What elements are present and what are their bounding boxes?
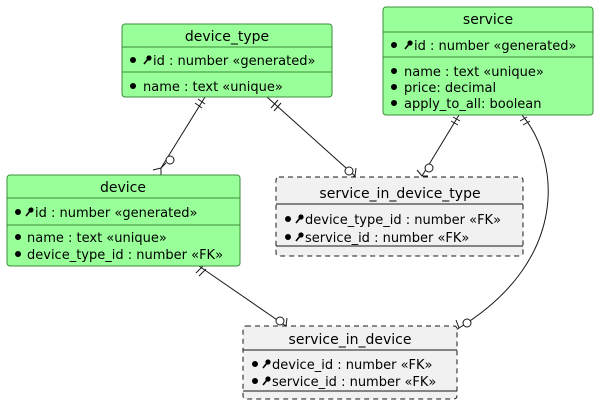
key-icon bbox=[295, 214, 304, 224]
key-icon bbox=[25, 207, 34, 217]
attribute-row: id : number «generated» bbox=[130, 54, 315, 69]
key-icon bbox=[262, 359, 271, 369]
bullet-icon bbox=[15, 251, 21, 257]
relations bbox=[152, 96, 549, 334]
entity-title: device bbox=[100, 180, 146, 196]
relation-service-sid bbox=[451, 114, 549, 334]
relation-device-type-device bbox=[152, 96, 206, 176]
attribute-row: apply_to_all: boolean bbox=[391, 97, 542, 112]
relation-device-sid bbox=[195, 263, 288, 331]
bullet-icon bbox=[130, 57, 136, 63]
attribute-row: service_id : number «FK» bbox=[285, 231, 469, 246]
attribute-row: device_type_id : number «FK» bbox=[15, 248, 223, 263]
bullet-icon bbox=[285, 216, 291, 222]
entity-title: service_in_device bbox=[289, 332, 412, 348]
attribute-text: device_type_id : number «FK» bbox=[27, 248, 223, 263]
entity-title: service_in_device_type bbox=[319, 186, 480, 202]
bullet-icon bbox=[285, 234, 291, 240]
attribute-text: id : number «generated» bbox=[153, 54, 315, 69]
bullet-icon bbox=[130, 83, 136, 89]
attribute-text: name : text «unique» bbox=[404, 65, 544, 80]
entity-device[interactable]: device id : number «generated» name : te… bbox=[6, 174, 241, 267]
bullet-icon bbox=[391, 68, 397, 74]
attribute-row: price: decimal bbox=[391, 81, 496, 96]
attribute-text: name : text «unique» bbox=[143, 80, 283, 95]
attribute-text: device_id : number «FK» bbox=[272, 358, 433, 373]
attribute-row: name : text «unique» bbox=[130, 80, 283, 95]
entity-service-in-device[interactable]: service_in_device device_id : number «FK… bbox=[242, 325, 458, 400]
attribute-row: name : text «unique» bbox=[391, 65, 544, 80]
attribute-row: service_id : number «FK» bbox=[252, 375, 436, 390]
attribute-row: name : text «unique» bbox=[15, 231, 167, 246]
bullet-icon bbox=[391, 84, 397, 90]
entity-service[interactable]: service id : number «generated» name : t… bbox=[382, 6, 594, 116]
key-icon bbox=[295, 232, 304, 242]
entity-title: service bbox=[463, 12, 513, 28]
attribute-text: price: decimal bbox=[404, 81, 496, 96]
bullet-icon bbox=[15, 209, 21, 215]
entity-service-in-device-type[interactable]: service_in_device_type device_type_id : … bbox=[275, 176, 524, 257]
attribute-text: id : number «generated» bbox=[35, 206, 197, 221]
relation-device-type-sidt bbox=[266, 96, 357, 181]
attribute-row: device_type_id : number «FK» bbox=[285, 213, 501, 228]
key-icon bbox=[262, 376, 271, 386]
bullet-icon bbox=[391, 100, 397, 106]
bullet-icon bbox=[252, 378, 258, 384]
bullet-icon bbox=[15, 234, 21, 240]
attribute-text: id : number «generated» bbox=[414, 39, 576, 54]
attribute-text: name : text «unique» bbox=[27, 231, 167, 246]
attribute-row: id : number «generated» bbox=[391, 39, 576, 54]
attribute-text: device_type_id : number «FK» bbox=[305, 213, 501, 228]
attribute-text: service_id : number «FK» bbox=[272, 375, 436, 390]
entity-title: device_type bbox=[185, 29, 269, 45]
entity-device-type[interactable]: device_type id : number «generated» name… bbox=[121, 23, 333, 98]
attribute-text: apply_to_all: boolean bbox=[404, 97, 542, 112]
bullet-icon bbox=[391, 42, 397, 48]
bullet-icon bbox=[252, 361, 258, 367]
attribute-row: id : number «generated» bbox=[15, 206, 197, 221]
key-icon bbox=[404, 40, 413, 50]
key-icon bbox=[143, 55, 152, 65]
relation-service-sidt bbox=[416, 114, 461, 177]
attribute-row: device_id : number «FK» bbox=[252, 358, 433, 373]
attribute-text: service_id : number «FK» bbox=[305, 231, 469, 246]
